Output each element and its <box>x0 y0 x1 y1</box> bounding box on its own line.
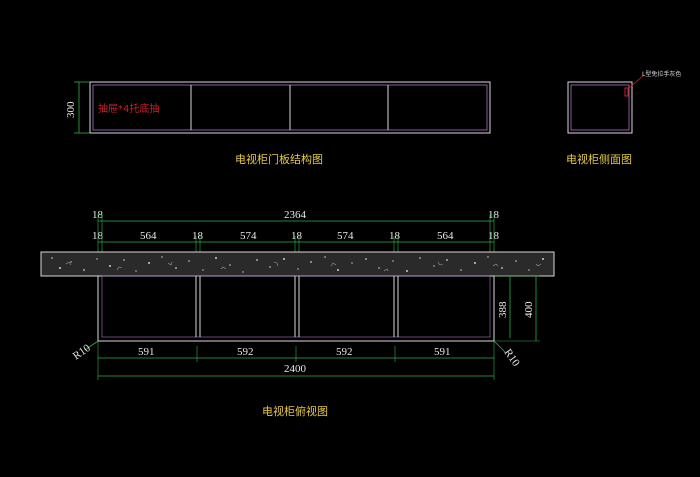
radius-left-label: R10 <box>71 342 93 363</box>
cabinet-body-inner <box>101 275 491 338</box>
side-handle-mark <box>624 87 629 97</box>
cabinet-partitions <box>195 276 399 337</box>
stone-countertop <box>40 251 555 277</box>
side-note-leader <box>627 74 645 90</box>
span-label-2: 18 <box>192 230 204 242</box>
side-view-caption: 电视柜侧面图 <box>566 152 632 166</box>
side-view: L型免拉手灰色 电视柜侧面图 <box>566 70 681 166</box>
span-label-6: 18 <box>389 230 401 242</box>
top-view-caption: 电视柜俯视图 <box>262 404 328 418</box>
top-extension-lines <box>97 214 495 252</box>
radius-right-leader <box>493 340 506 353</box>
span-label-5: 574 <box>337 230 354 242</box>
side-inner-frame <box>570 84 630 131</box>
outer-height-label: 400 <box>523 301 535 318</box>
span-label-1: 564 <box>140 230 157 242</box>
cabinet-body <box>97 275 495 342</box>
stone-speckle-pattern <box>51 256 544 273</box>
bottom-extension-lines <box>97 341 495 380</box>
side-outer-frame <box>567 81 633 134</box>
inner-height-label: 388 <box>497 301 509 318</box>
front-view-caption: 电视柜门板结构图 <box>235 152 323 166</box>
top-view: 18 2364 18 18 564 18 574 18 574 18 564 1… <box>40 209 555 418</box>
bottom-span-label-3: 592 <box>336 346 353 358</box>
stone-flecks <box>65 261 542 272</box>
overall-top-label: 2364 <box>284 209 307 221</box>
bottom-span-label-1: 591 <box>138 346 155 358</box>
bottom-span-label-2: 592 <box>237 346 254 358</box>
span-label-3: 574 <box>240 230 257 242</box>
front-height-label: 300 <box>65 101 77 118</box>
radius-right-label: R10 <box>502 347 523 369</box>
front-outer-frame <box>89 81 491 134</box>
bottom-span-label-4: 591 <box>434 346 451 358</box>
span-label-7: 564 <box>437 230 454 242</box>
front-view: 300 抽屉*4托底抽 电视柜门板结构图 <box>65 81 491 166</box>
span-label-4: 18 <box>291 230 303 242</box>
overall-bottom-label: 2400 <box>284 363 307 375</box>
side-note: L型免拉手灰色 <box>642 70 681 78</box>
radius-left-leader <box>84 340 99 351</box>
drawer-label: 抽屉*4托底抽 <box>98 102 159 115</box>
